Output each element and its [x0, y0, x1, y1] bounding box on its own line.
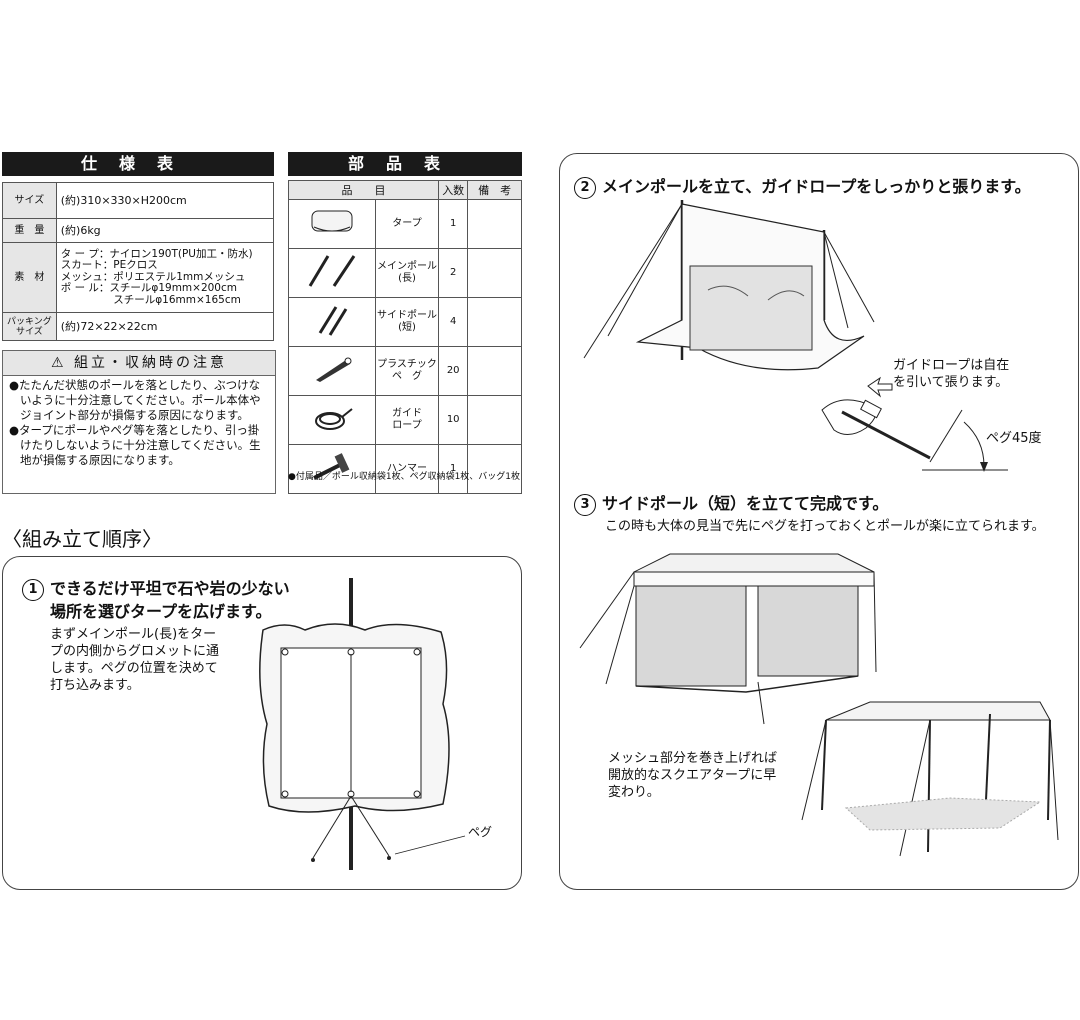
peg-icon: [288, 346, 376, 396]
spec-label: サイズ: [2, 182, 57, 219]
part-qty: 20: [437, 346, 469, 396]
parts-row: プラスチック ペ グ 20: [288, 346, 522, 396]
spec-value: タ ー プ：ナイロン190T(PU加工・防水) スカート：PEクロス メッシュ：…: [55, 242, 275, 313]
part-qty: 4: [437, 297, 469, 347]
spec-label: 素 材: [2, 242, 57, 313]
step1-body: まずメインポール(長)をタープの内側からグロメットに通します。ペグの位置を決めて…: [50, 627, 220, 693]
step1-panel: [2, 556, 522, 890]
part-qty: 1: [437, 199, 469, 249]
side-pole-icon: [288, 297, 376, 347]
caution-text: ●たたんだ状態のポールを落としたり、ぶつけないように十分注意してください。ポール…: [3, 376, 275, 468]
section-title: 〈組み立て順序〉: [2, 527, 162, 551]
rope-icon: [288, 395, 376, 445]
mesh-note: メッシュ部分を巻き上げれば開放的なスクエアタープに早変わり。: [608, 751, 778, 800]
parts-col-qty: 入数: [437, 180, 469, 200]
caution-box: ⚠ 組立・収納時の注意 ●たたんだ状態のポールを落としたり、ぶつけないように十分…: [2, 350, 276, 494]
part-name: サイドポール (短): [375, 297, 439, 347]
part-qty: 2: [437, 248, 469, 298]
caution-item: ●たたんだ状態のポールを落としたり、ぶつけないように十分注意してください。ポール…: [9, 378, 261, 422]
warning-icon: ⚠: [50, 355, 67, 371]
spec-label: パッキング サイズ: [2, 312, 57, 341]
hammer-icon: [288, 444, 376, 494]
part-name: タープ: [375, 199, 439, 249]
parts-row: ハンマー 1: [288, 444, 522, 494]
part-name: プラスチック ペ グ: [375, 346, 439, 396]
tarp-icon: [288, 199, 376, 249]
rope-tension-illustration: [821, 376, 1008, 472]
spec-table-header: 仕様表: [2, 152, 274, 176]
spec-table: サイズ (約)310×330×H200cm 重 量 (約)6kg 素 材 タ ー…: [2, 182, 275, 341]
part-name: メインポール (長): [375, 248, 439, 298]
spec-row-material: 素 材 タ ー プ：ナイロン190T(PU加工・防水) スカート：PEクロス メ…: [2, 242, 275, 313]
parts-row: サイドポール (短) 4: [288, 297, 522, 347]
caution-title: ⚠ 組立・収納時の注意: [3, 351, 275, 376]
step-number: 2: [574, 176, 596, 199]
spec-value: (約)6kg: [55, 218, 275, 243]
step-number: 3: [574, 493, 596, 516]
peg-label: ペグ: [468, 825, 493, 839]
spec-row-packing: パッキング サイズ (約)72×22×22cm: [2, 312, 275, 341]
parts-note: ●付属品／ポール収納袋1枚、ペグ収納袋1枚、バッグ1枚: [288, 472, 521, 482]
step2-illustration: [583, 200, 875, 371]
parts-table-header: 部品表: [288, 152, 522, 176]
step23-panel: [559, 153, 1079, 890]
parts-row: タープ 1: [288, 199, 522, 249]
step3-illustration-tent: [579, 553, 877, 725]
spec-label: 重 量: [2, 218, 57, 243]
parts-row: メインポール (長) 2: [288, 248, 522, 298]
spec-value: (約)310×330×H200cm: [55, 182, 275, 219]
step1-illustration: [259, 578, 466, 870]
part-name: ガイド ロープ: [375, 395, 439, 445]
parts-table: 品 目 入数 備 考 タープ 1 メインポール (長) 2 サイドポール (短)…: [288, 180, 522, 494]
parts-row: ガイド ロープ 10: [288, 395, 522, 445]
part-qty: 1: [437, 444, 469, 494]
spec-value: (約)72×22×22cm: [55, 312, 275, 341]
step3-illustration-open: [801, 701, 1059, 857]
rope-note: ガイドロープは自在 を引いて張ります。: [893, 358, 1010, 390]
part-qty: 10: [437, 395, 469, 445]
parts-col-item: 品 目: [288, 180, 439, 200]
angle-label: ペグ45度: [986, 431, 1042, 446]
spec-row-weight: 重 量 (約)6kg: [2, 218, 275, 243]
step-number: 1: [22, 578, 44, 601]
step1-title-line2: 場所を選びタープを広げます。: [50, 602, 272, 621]
caution-item: ●タープにポールやペグ等を落としたり、引っ掛けたりしないように十分注意してくださ…: [9, 423, 261, 467]
parts-col-remarks: 備 考: [467, 180, 522, 200]
step3-body: この時も大体の見当で先にペグを打っておくとポールが楽に立てられます。: [605, 519, 1045, 534]
spec-row-size: サイズ (約)310×330×H200cm: [2, 182, 275, 219]
main-pole-icon: [288, 248, 376, 298]
